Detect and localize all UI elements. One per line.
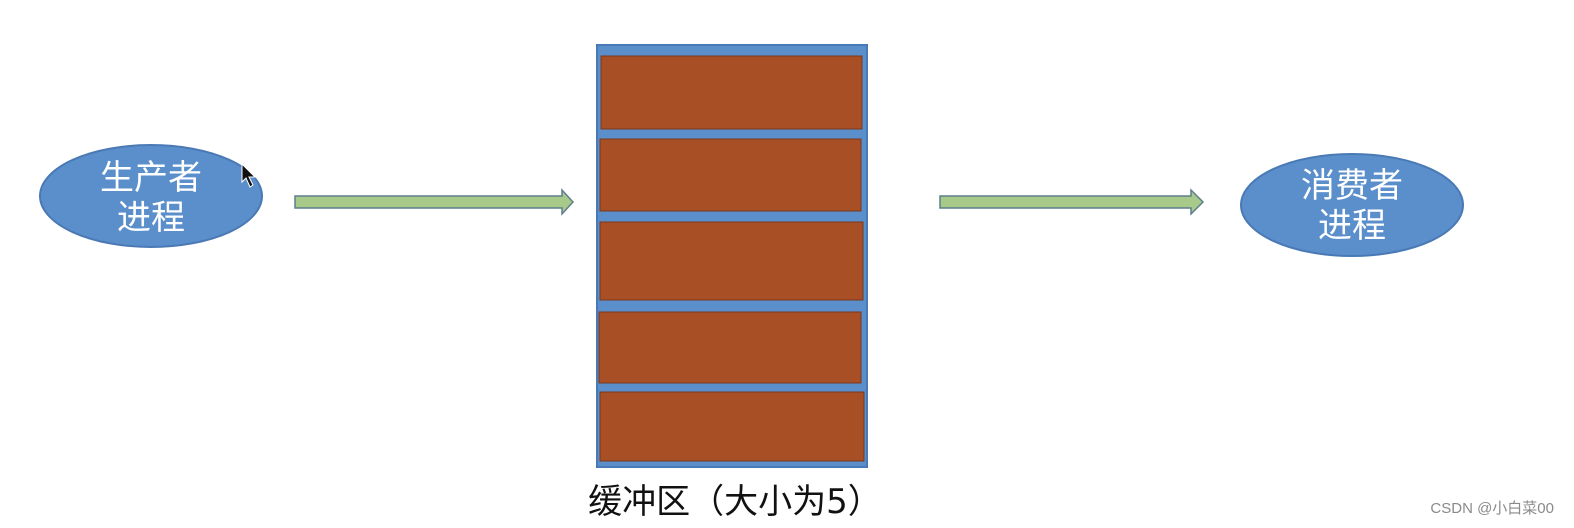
consumer-label: 消费者 进程 (1241, 166, 1463, 246)
buffer-to-consumer-arrow (939, 188, 1205, 216)
consumer-process-node (1240, 153, 1464, 257)
mouse-cursor-icon (241, 162, 257, 188)
consumer-label-line2: 进程 (1318, 206, 1386, 246)
buffer-slot (600, 55, 863, 130)
watermark: CSDN @小白菜00 (1430, 500, 1554, 517)
buffer-slot (598, 311, 862, 384)
producer-process-node (39, 144, 263, 248)
buffer-slot (599, 138, 862, 212)
producer-label: 生产者 进程 (40, 158, 262, 238)
buffer-slot (599, 391, 865, 462)
buffer-caption: 缓冲区（大小为5） (588, 482, 882, 522)
buffer-slot (599, 221, 864, 301)
producer-label-line1: 生产者 (100, 158, 202, 198)
consumer-label-line1: 消费者 (1301, 166, 1403, 206)
producer-label-line2: 进程 (117, 198, 185, 238)
producer-to-buffer-arrow (294, 188, 575, 216)
